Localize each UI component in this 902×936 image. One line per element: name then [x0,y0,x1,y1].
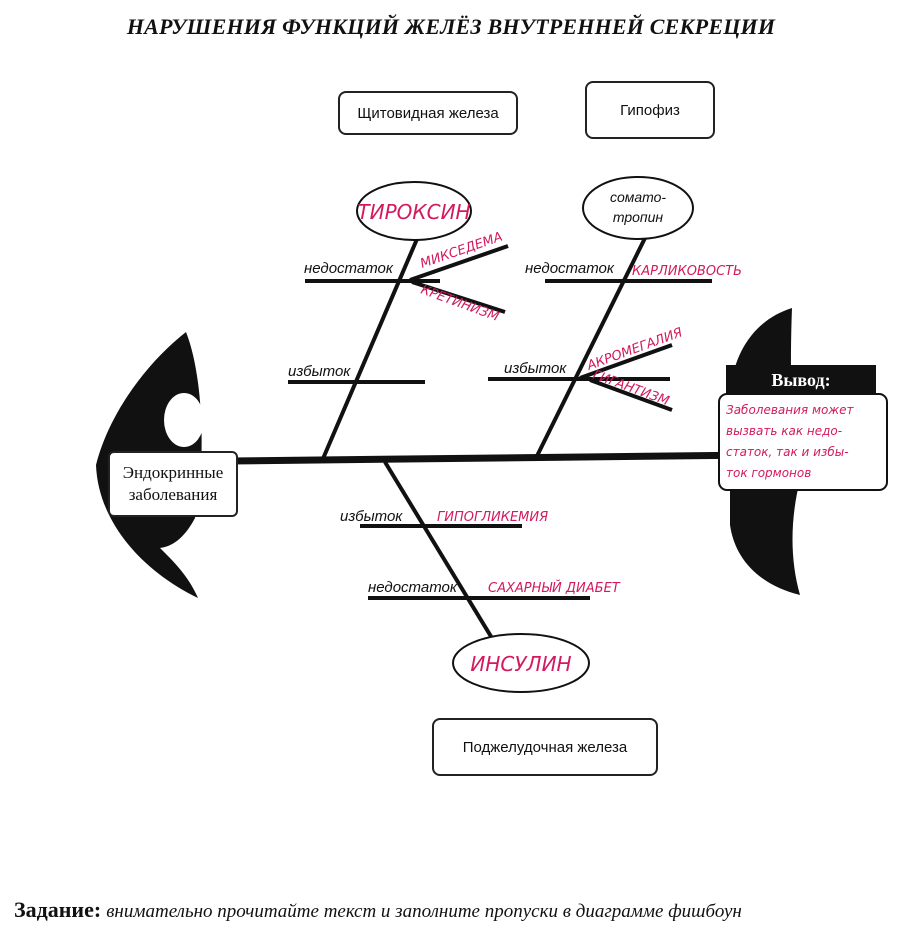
hormone-insulin: ИНСУЛИН [470,652,571,676]
head-label-line1: Эндокринные [122,463,224,482]
ellipse-somatotropin [582,176,694,240]
hormone-thyroxine: ТИРОКСИН [357,200,470,224]
gland-thyroid-label: Щитовидная железа [357,104,499,122]
gland-pancreas-box: Поджелудочная железа [432,718,658,776]
ellipse-thyroxine [356,181,472,241]
gland-pituitary-label: Гипофиз [620,101,680,119]
label-thyroid-deficit: недостаток [304,260,394,277]
sub-rib-myxedema [409,244,509,282]
disease-dwarfism: КАРЛИКОВОСТЬ [632,264,742,279]
hormone-somatotropin-line1: сомато- [610,189,666,205]
task-text: внимательно прочитайте текст и заполните… [106,901,742,922]
sub-rib-acromegaly [579,343,673,380]
diagram-title: НАРУШЕНИЯ ФУНКЦИЙ ЖЕЛЁЗ ВНУТРЕННЕЙ СЕКРЕ… [126,14,776,39]
head-label-box: Эндокринные заболевания [108,451,238,517]
conclusion-heading: Вывод: [726,365,876,395]
conclusion-line4: ток гормонов [726,466,812,480]
task-label: Задание: [14,897,102,922]
gland-pancreas-label: Поджелудочная железа [462,738,628,756]
spine-line [229,451,761,465]
gland-pituitary-box: Гипофиз [585,81,715,139]
conclusion-line2: вызвать как недо- [726,424,843,438]
label-pituitary-deficit: недостаток [525,260,615,277]
hormone-somatotropin-line2: тропин [613,209,664,225]
task-line: Задание: внимательно прочитайте текст и … [14,897,742,923]
ellipse-insulin [452,633,590,693]
label-pancreas-excess: избыток [340,508,403,525]
bone-pancreas [383,460,500,650]
sub-rib-cretinism [411,280,506,314]
conclusion-box: Заболевания может вызвать как недо- стат… [718,393,888,491]
sub-rib-gigantism [589,378,673,412]
disease-diabetes: САХАРНЫЙ ДИАБЕТ [488,580,621,596]
conclusion-line1: Заболевания может [726,403,854,417]
conclusion-line3: статок, так и избы- [726,445,849,459]
disease-cretinism: КРЕТИНИЗМ [419,283,501,325]
label-pancreas-deficit: недостаток [368,579,458,596]
head-label-line2: заболевания [128,485,218,504]
bone-thyroid [320,231,422,462]
bone-pituitary [534,231,650,459]
label-thyroid-excess: избыток [288,363,351,380]
gland-thyroid-box: Щитовидная железа [338,91,518,135]
fish-eye [164,393,204,447]
label-pituitary-excess: избыток [504,360,567,377]
disease-gigantism: ГИГАНТИЗМ [591,368,671,409]
disease-hypoglycemia: ГИПОГЛИКЕМИЯ [437,510,548,525]
